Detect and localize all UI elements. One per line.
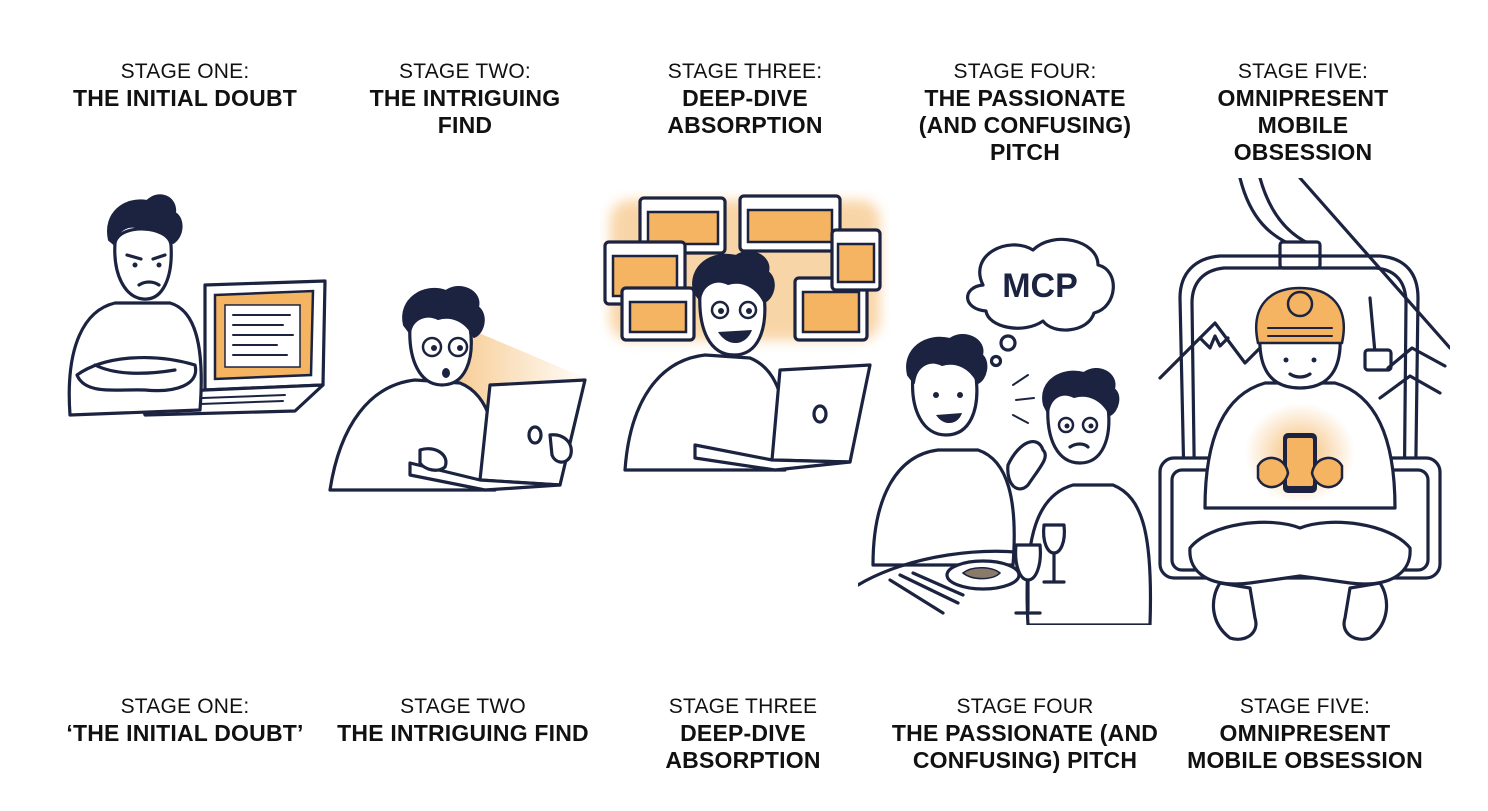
laptop-icon <box>408 378 587 492</box>
stage-kicker: STAGE FIVE: <box>1239 695 1371 718</box>
stage-kicker: STAGE FIVE: <box>1237 60 1369 83</box>
top-caption-stage-four: STAGE FOUR: THE PASSIONATE (AND CONFUSIN… <box>880 58 1170 166</box>
stage-kicker: STAGE ONE: <box>120 695 250 718</box>
stage-kicker: STAGE ONE: <box>120 60 250 83</box>
cutlery-icon <box>888 571 965 615</box>
illustration-stage-three <box>603 194 882 472</box>
stage-kicker: STAGE FOUR <box>956 695 1094 718</box>
skier-person <box>1188 286 1412 641</box>
top-caption-stage-two: STAGE TWO: THE INTRIGUING FIND <box>320 58 610 139</box>
stage-headline: OMNIPRESENT MOBILE OBSESSION <box>1187 720 1423 773</box>
surprised-man <box>328 286 498 492</box>
top-caption-stage-one: STAGE ONE: THE INITIAL DOUBT <box>40 58 330 112</box>
stage-headline: OMNIPRESENT MOBILE OBSESSION <box>1217 85 1389 165</box>
skeptical-man <box>67 194 203 417</box>
illustration-stage-two <box>328 286 590 492</box>
illustration-stage-one <box>67 194 327 417</box>
bottom-caption-stage-four: STAGE FOUR THE PASSIONATE (AND CONFUSING… <box>865 693 1185 774</box>
illustration-stage-four: MCP <box>858 237 1153 625</box>
thought-bubble-text: MCP <box>1002 267 1078 305</box>
stage-headline: DEEP-DIVE ABSORPTION <box>667 85 823 138</box>
stage-headline: DEEP-DIVE ABSORPTION <box>665 720 821 773</box>
stage-kicker: STAGE THREE <box>668 695 818 718</box>
mountain-icon <box>1158 321 1447 400</box>
stage-headline: THE INTRIGUING FIND <box>337 720 589 746</box>
thought-bubble-icon <box>966 237 1115 368</box>
stage-headline: THE PASSIONATE (AND CONFUSING) PITCH <box>918 85 1132 165</box>
stage-headline: THE PASSIONATE (AND CONFUSING) PITCH <box>891 720 1159 773</box>
stage-kicker: STAGE TWO: <box>399 60 531 83</box>
bottom-caption-stage-five: STAGE FIVE: OMNIPRESENT MOBILE OBSESSION <box>1160 693 1450 774</box>
talking-man <box>871 334 1047 567</box>
laptop-icon <box>138 279 327 417</box>
stage-headline: THE INITIAL DOUBT <box>72 85 298 111</box>
bottom-caption-stage-one: STAGE ONE: ‘THE INITIAL DOUBT’ <box>40 693 330 747</box>
top-caption-stage-five: STAGE FIVE: OMNIPRESENT MOBILE OBSESSION <box>1158 58 1448 166</box>
stage-kicker: STAGE TWO <box>400 695 526 718</box>
top-caption-stage-three: STAGE THREE: DEEP-DIVE ABSORPTION <box>600 58 890 139</box>
plate-icon <box>945 559 1021 591</box>
confused-man <box>1025 368 1153 625</box>
smartphone-icon <box>1283 433 1317 493</box>
illustration-stage-five <box>1158 178 1450 641</box>
wine-glass-icon <box>1014 523 1066 615</box>
stage-kicker: STAGE THREE: <box>667 60 823 83</box>
stage-kicker: STAGE FOUR: <box>953 60 1097 83</box>
bottom-caption-stage-two: STAGE TWO THE INTRIGUING FIND <box>318 693 608 747</box>
laptop-icon <box>693 363 872 472</box>
browser-window-icon <box>603 194 882 342</box>
stage-headline: THE INTRIGUING FIND <box>369 85 561 138</box>
bottom-caption-stage-three: STAGE THREE DEEP-DIVE ABSORPTION <box>598 693 888 774</box>
stage-headline: ‘THE INITIAL DOUBT’ <box>66 720 304 746</box>
